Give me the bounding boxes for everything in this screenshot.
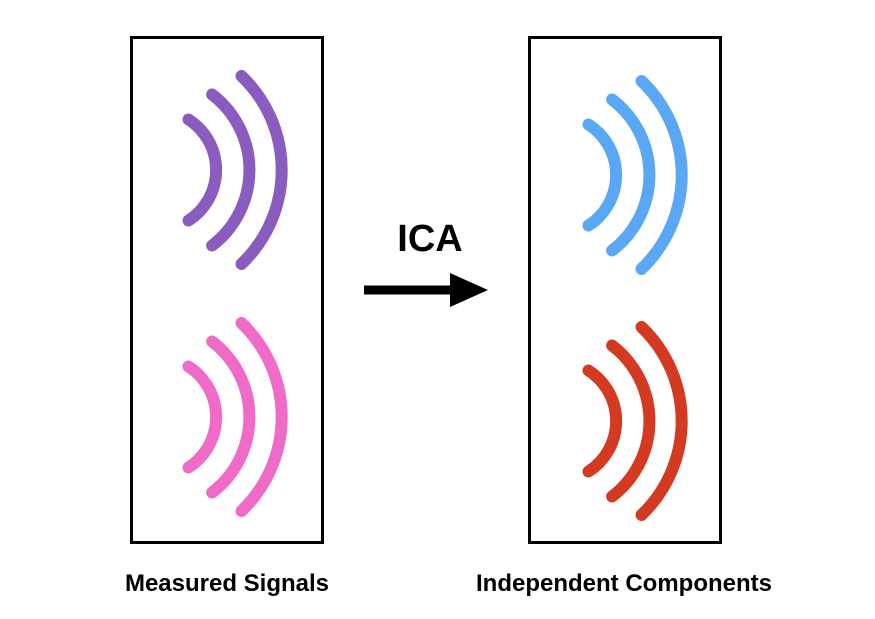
measured-signals-box (130, 36, 324, 544)
independent-components-caption: Independent Components (476, 570, 772, 597)
signal-wave-icon (582, 321, 688, 521)
signal-wave-icon (582, 75, 688, 275)
measured-signals-caption: Measured Signals (124, 570, 330, 597)
right-arrow-icon (364, 273, 488, 307)
independent-components-waves (582, 75, 688, 521)
ica-label: ICA (397, 218, 463, 260)
signal-wave-icon (182, 70, 288, 270)
measured-signals-waves (182, 70, 288, 517)
independent-components-box (528, 36, 722, 544)
signal-wave-icon (182, 317, 288, 517)
